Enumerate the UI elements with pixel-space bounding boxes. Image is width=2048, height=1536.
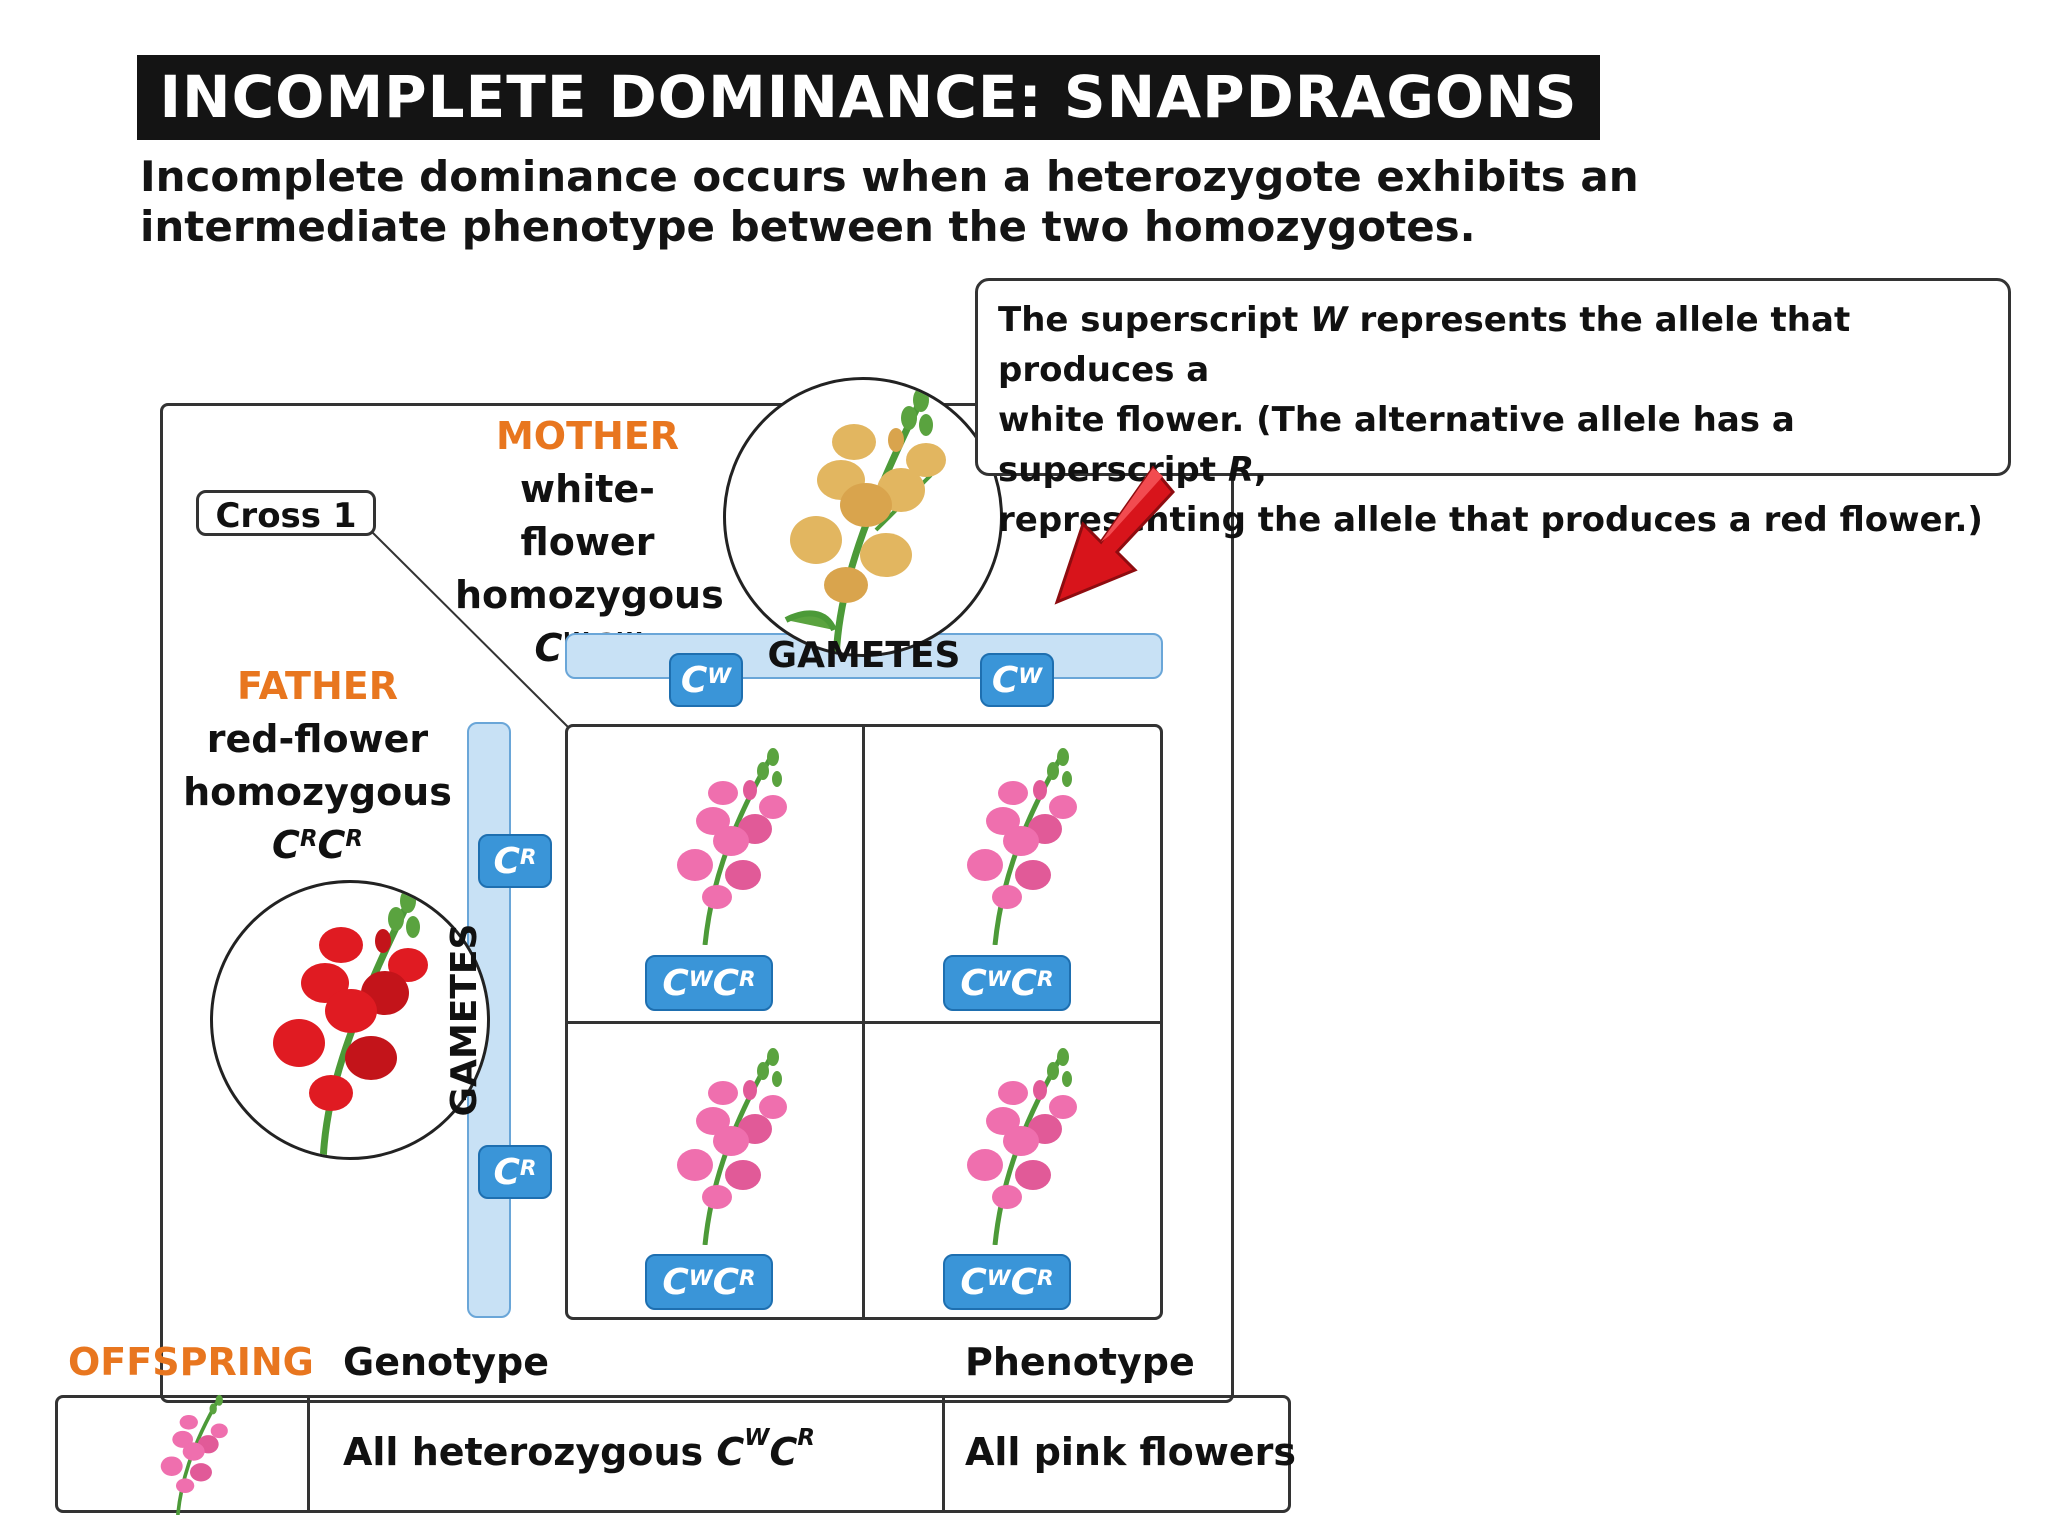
cross-frame bbox=[160, 403, 1234, 1403]
father-role: FATHER bbox=[237, 664, 398, 708]
offspring-pink-flower-icon bbox=[160, 1394, 228, 1515]
cross-label: Cross 1 bbox=[196, 490, 376, 536]
subtitle-line-2: intermediate phenotype between the two h… bbox=[140, 202, 1476, 251]
red-flower-icon bbox=[273, 889, 428, 1157]
page-title: INCOMPLETE DOMINANCE: SNAPDRAGONS bbox=[159, 63, 1578, 131]
offspring-genotype: All heterozygous CWCR bbox=[343, 1425, 815, 1474]
father-block: FATHER red-flower homozygous CRCR bbox=[180, 660, 455, 872]
pink-flower-icon bbox=[677, 1048, 787, 1245]
father-flower-circle bbox=[210, 880, 490, 1160]
cell-genotype-chip: CWCR bbox=[645, 955, 773, 1011]
phenotype-header: Phenotype bbox=[965, 1340, 1195, 1384]
white-flower-icon bbox=[784, 388, 946, 654]
subtitle-line-1: Incomplete dominance occurs when a heter… bbox=[140, 152, 1639, 201]
offspring-table-divider bbox=[307, 1395, 310, 1513]
genotype-header: Genotype bbox=[343, 1340, 550, 1384]
father-zygosity: homozygous bbox=[183, 770, 452, 814]
offspring-table-divider bbox=[942, 1395, 945, 1513]
note-line-1: The superscript W represents the allele … bbox=[998, 300, 1851, 390]
offspring-phenotype: All pink flowers bbox=[965, 1430, 1296, 1474]
allele-note-callout: The superscript W represents the allele … bbox=[975, 278, 2011, 540]
cell-genotype-chip: CWCR bbox=[645, 1254, 773, 1310]
punnett-divider-horizontal bbox=[565, 1021, 1163, 1024]
top-gametes-label: GAMETES bbox=[767, 635, 961, 676]
note-line-3: representing the allele that produces a … bbox=[998, 500, 1983, 540]
mother-zygosity: homozygous bbox=[455, 573, 724, 617]
title-bar: INCOMPLETE DOMINANCE: SNAPDRAGONS bbox=[137, 55, 1600, 140]
cell-genotype-chip: CWCR bbox=[943, 1254, 1071, 1310]
red-snapdragon-illustration bbox=[273, 889, 428, 1157]
pink-flower-icon bbox=[967, 1048, 1077, 1245]
mother-role: MOTHER bbox=[495, 414, 680, 458]
father-genotype: CRCR bbox=[272, 823, 363, 867]
mother-phenotype: white-flower bbox=[520, 467, 655, 564]
subtitle: Incomplete dominance occurs when a heter… bbox=[140, 152, 1640, 252]
mother-gamete-chip-2: CW bbox=[980, 653, 1054, 707]
offspring-label: OFFSPRING bbox=[68, 1340, 314, 1384]
pink-flower-icon bbox=[967, 748, 1077, 945]
cross-label-text: Cross 1 bbox=[215, 496, 357, 536]
father-gamete-chip-1: CR bbox=[478, 834, 552, 888]
mother-flower-circle bbox=[723, 377, 1003, 657]
white-snapdragon-illustration bbox=[784, 388, 946, 654]
side-gametes-label: GAMETES bbox=[444, 923, 485, 1117]
note-line-2: white flower. (The alternative allele ha… bbox=[998, 400, 1795, 490]
mother-gamete-chip-1: CW bbox=[669, 653, 743, 707]
father-phenotype: red-flower bbox=[206, 717, 429, 761]
cell-genotype-chip: CWCR bbox=[943, 955, 1071, 1011]
red-arrow-icon bbox=[1054, 465, 1175, 605]
pink-flower-icon bbox=[677, 748, 787, 945]
father-gamete-chip-2: CR bbox=[478, 1145, 552, 1199]
offspring-table bbox=[55, 1395, 1291, 1513]
